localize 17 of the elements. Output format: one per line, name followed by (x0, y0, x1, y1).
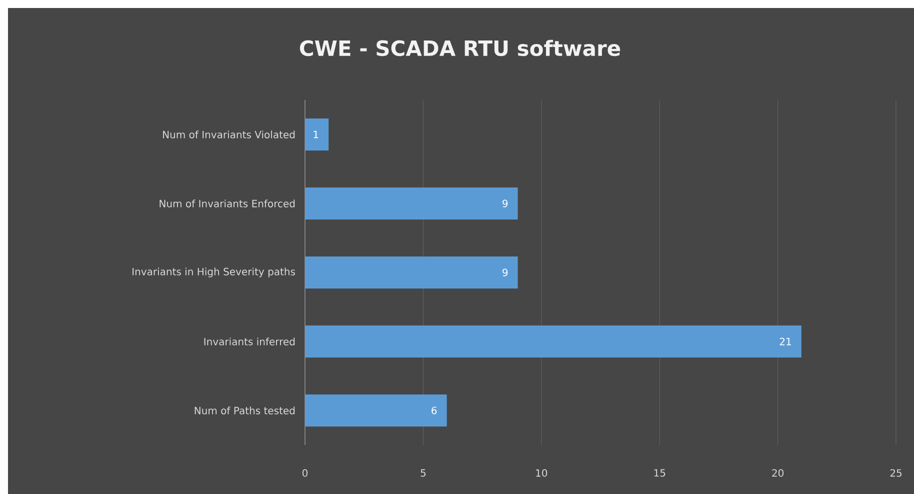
value-label: 9 (502, 200, 508, 208)
tick-label: 25 (890, 469, 902, 477)
tick-label: 0 (302, 469, 308, 477)
category-label: Invariants in High Severity paths (132, 268, 295, 278)
tick-label: 20 (772, 469, 784, 477)
category-label: Num of Invariants Enforced (160, 200, 295, 208)
tick-label: 5 (420, 469, 426, 477)
category-label: Num of Invariants Violated (163, 130, 295, 138)
category-label: Invariants inferred (204, 338, 295, 346)
chart-title: CWE - SCADA RTU software (300, 40, 620, 56)
value-label: 1 (314, 130, 318, 138)
value-label: 6 (432, 406, 437, 414)
value-label: 9 (502, 268, 508, 276)
tick-label: 10 (536, 469, 548, 477)
value-label: 21 (780, 338, 791, 346)
tick-label: 15 (654, 469, 666, 477)
category-label: Num of Paths tested (194, 406, 295, 414)
